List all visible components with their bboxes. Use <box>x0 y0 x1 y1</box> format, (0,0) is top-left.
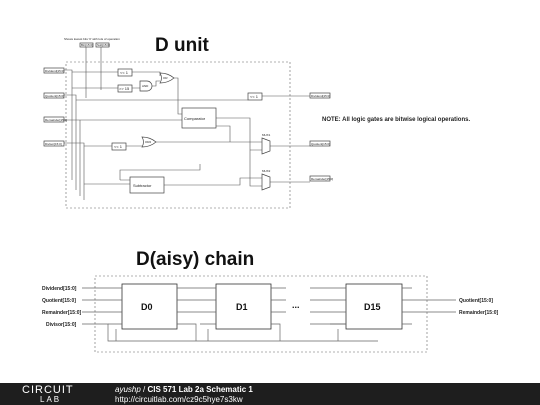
credit-separator: / <box>140 385 148 394</box>
top-pin-sub-label: Sub[15:0] <box>97 43 110 47</box>
block-d15-label: D15 <box>364 302 381 312</box>
mux-2-icon <box>261 173 271 191</box>
schematic-canvas: D unit Shows lowest bits '0' with lots o… <box>42 35 499 353</box>
chain-in-divisor-label: Divisor[15:0] <box>46 322 77 328</box>
or-gate-icon <box>159 72 175 84</box>
chain-in-remainder-label: Remainder[15:0] <box>42 310 82 316</box>
shift-left-1-label: << 1 <box>120 70 129 75</box>
top-pin-bin-label: Bin[15:0] <box>81 43 93 47</box>
chain-out-remainder-label: Remainder[15:0] <box>459 310 499 316</box>
mux-2-label: MUX2 <box>262 169 271 173</box>
shift-left-1-block-b <box>247 92 263 101</box>
du-out-dividend-label: Dividend[15:0] <box>311 94 330 98</box>
du-out-quotient-label: Quotient[15:0] <box>311 142 330 146</box>
d-unit-title: D unit <box>155 35 209 56</box>
du-out-quotient <box>309 140 331 147</box>
shift-left-1-block-c <box>111 142 127 151</box>
d-unit-header-note: Shows lowest bits '0' with lots of opera… <box>64 37 120 41</box>
circuitlab-logo[interactable]: CIRCUIT LAB <box>22 385 74 405</box>
subtractor-label: Subtractor <box>133 183 152 188</box>
logo-bottom-text: LAB <box>40 395 62 404</box>
block-d1-label: D1 <box>236 302 248 312</box>
shift-left-1-label-c: << 1 <box>114 144 123 149</box>
chain-in-quotient-label: Quotient[15:0] <box>42 298 76 304</box>
du-in-dividend <box>43 67 65 74</box>
footer-bar: CIRCUIT LAB ayushp / CIS 571 Lab 2a Sche… <box>0 383 540 405</box>
author-link[interactable]: ayushp <box>115 385 141 394</box>
chain-wires <box>82 287 456 342</box>
du-out-remainder <box>309 175 331 182</box>
or-gate-2-label: OR2 <box>145 140 152 144</box>
or-gate-2-icon <box>141 136 157 148</box>
du-in-remainder <box>43 116 65 123</box>
chain-title: D(aisy) chain <box>136 249 254 270</box>
du-in-quotient-label: Quotient[15:0] <box>45 94 64 98</box>
d-unit-wires <box>64 69 310 200</box>
du-in-dividend-label: Dividend[15:0] <box>45 69 64 73</box>
and-gate-icon <box>139 80 153 92</box>
chain-ellipsis: ... <box>292 300 300 310</box>
shift-left-1-block <box>117 68 133 77</box>
mux-1-icon <box>261 137 271 155</box>
d-unit-boundary <box>65 61 291 209</box>
shift-right-15-block <box>117 84 133 93</box>
du-in-divisor <box>43 140 65 147</box>
du-in-remainder-label: Remainder[15:0] <box>45 118 67 122</box>
du-out-remainder-label: Remainder[15:0] <box>311 177 333 181</box>
chain-in-dividend-label: Dividend[15:0] <box>42 286 77 292</box>
chain-boundary <box>94 275 428 353</box>
comparator-label: Comparator <box>184 116 206 121</box>
du-out-dividend <box>309 92 331 99</box>
shift-left-1-label-b: << 1 <box>250 94 259 99</box>
block-d0-label: D0 <box>141 302 153 312</box>
or-gate-label: OR <box>163 76 168 80</box>
block-d15 <box>345 283 403 330</box>
top-pin-sub <box>95 42 110 48</box>
block-d1 <box>215 283 272 330</box>
du-in-quotient <box>43 92 65 99</box>
top-pin-bin <box>79 42 94 48</box>
logo-top-text: CIRCUIT <box>22 384 74 396</box>
schematic-title[interactable]: CIS 571 Lab 2a Schematic 1 <box>147 385 253 394</box>
shift-right-15-label: >> 15 <box>119 86 130 91</box>
du-in-divisor-label: Divisor[15:0] <box>45 142 62 146</box>
and-gate-label: AND <box>142 84 149 88</box>
block-d0 <box>121 283 178 330</box>
credit-block: ayushp / CIS 571 Lab 2a Schematic 1 http… <box>115 385 253 405</box>
d-unit-note: NOTE: All logic gates are bitwise logica… <box>322 117 470 123</box>
schematic-url[interactable]: http://circuitlab.com/cz9c5hye7s3kw <box>115 395 243 404</box>
mux-1-label: MUX1 <box>262 133 271 137</box>
chain-out-quotient-label: Quotient[15:0] <box>459 298 493 304</box>
